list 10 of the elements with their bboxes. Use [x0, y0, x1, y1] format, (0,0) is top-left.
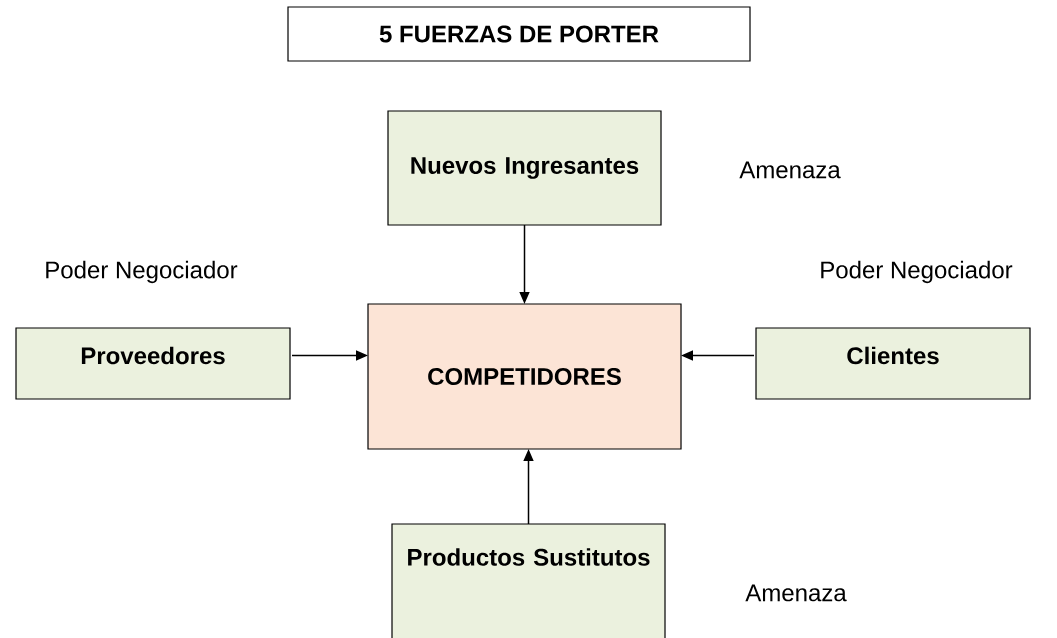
- side-label: Poder Negociador: [46, 260, 238, 284]
- force-box: Productos Sustitutos: [391, 523, 666, 638]
- force-box: Nuevos Ingresantes: [387, 110, 662, 226]
- title-box: 5 FUERZAS DE PORTER: [287, 6, 751, 62]
- force-box: Clientes: [755, 327, 1031, 400]
- side-label: Amenaza: [739, 161, 841, 179]
- side-label: Poder Negociador: [821, 260, 1013, 284]
- center-box: COMPETIDORES: [367, 303, 682, 450]
- side-label: Amenaza: [745, 584, 847, 602]
- force-box: Proveedores: [15, 327, 291, 400]
